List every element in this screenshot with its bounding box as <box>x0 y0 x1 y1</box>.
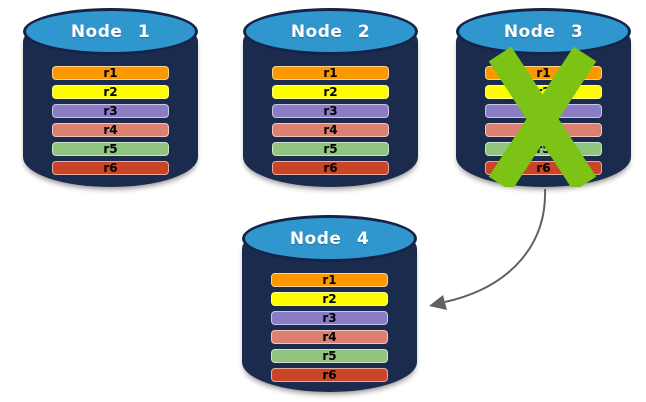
node-2-cylinder: Node 2 r1 r2 r3 r4 r5 r6 <box>243 8 418 187</box>
row-r1: r1 <box>271 273 388 287</box>
row-r1: r1 <box>272 66 389 80</box>
node-1-cylinder: Node 1 r1 r2 r3 r4 r5 r6 <box>23 8 198 187</box>
row-r6: r6 <box>485 161 602 175</box>
row-r5: r5 <box>485 142 602 156</box>
row-r6: r6 <box>271 368 388 382</box>
row-r6: r6 <box>52 161 169 175</box>
row-r1: r1 <box>52 66 169 80</box>
row-r3: r3 <box>271 311 388 325</box>
row-r2: r2 <box>52 85 169 99</box>
row-r3: r3 <box>485 104 602 118</box>
node-title: Node 2 <box>290 21 371 42</box>
cylinder-top: Node 4 <box>242 215 417 262</box>
row-stack: r1 r2 r3 r4 r5 r6 <box>272 66 389 175</box>
row-r4: r4 <box>52 123 169 137</box>
row-r2: r2 <box>272 85 389 99</box>
row-stack: r1 r2 r3 r4 r5 r6 <box>271 273 388 382</box>
node-title: Node 3 <box>503 21 584 42</box>
row-r2: r2 <box>271 292 388 306</box>
row-r5: r5 <box>52 142 169 156</box>
node-title: Node 1 <box>70 21 151 42</box>
cylinder-top: Node 3 <box>456 8 631 55</box>
row-stack: r1 r2 r3 r4 r5 r6 <box>52 66 169 175</box>
row-r3: r3 <box>272 104 389 118</box>
row-r5: r5 <box>271 349 388 363</box>
row-r1: r1 <box>485 66 602 80</box>
row-r5: r5 <box>272 142 389 156</box>
row-r4: r4 <box>271 330 388 344</box>
node-3-cylinder: Node 3 r1 r2 r3 r4 r5 r6 <box>456 8 631 187</box>
row-r4: r4 <box>272 123 389 137</box>
row-r4: r4 <box>485 123 602 137</box>
row-r2: r2 <box>485 85 602 99</box>
row-r3: r3 <box>52 104 169 118</box>
row-stack: r1 r2 r3 r4 r5 r6 <box>485 66 602 175</box>
cylinder-top: Node 2 <box>243 8 418 55</box>
cylinder-top: Node 1 <box>23 8 198 55</box>
row-r6: r6 <box>272 161 389 175</box>
node-title: Node 4 <box>289 228 370 249</box>
node-4-cylinder: Node 4 r1 r2 r3 r4 r5 r6 <box>242 215 417 392</box>
